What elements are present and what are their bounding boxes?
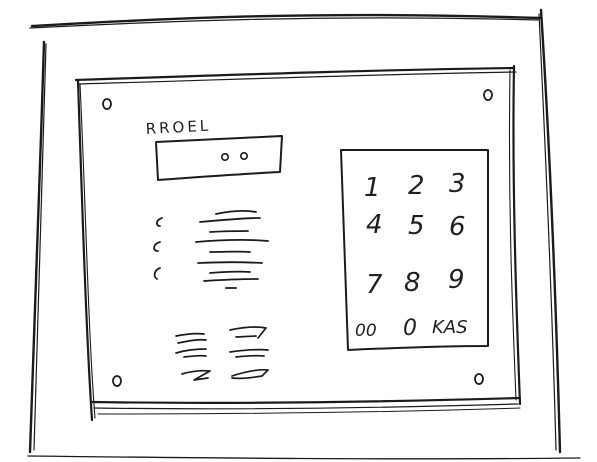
keypad-bottom-row: 00 0 KAS bbox=[355, 316, 468, 341]
menu-bracket-1 bbox=[157, 218, 162, 226]
screw-top-left-icon bbox=[103, 99, 111, 109]
panel-label: RROEL bbox=[145, 117, 211, 138]
keypad-key[interactable]: 6 bbox=[449, 212, 466, 242]
keypad-key[interactable]: 0 bbox=[403, 316, 417, 341]
display-box bbox=[156, 136, 282, 180]
keypad-key[interactable]: 9 bbox=[448, 265, 465, 295]
menu-line bbox=[210, 231, 248, 232]
keypad-key[interactable]: KAS bbox=[432, 317, 468, 338]
function-button-1 bbox=[176, 334, 206, 343]
function-button-3 bbox=[176, 349, 206, 357]
keypad-key[interactable]: 2 bbox=[408, 171, 425, 201]
screw-top-right-icon bbox=[484, 90, 492, 100]
menu-line bbox=[198, 262, 262, 263]
menu-line bbox=[204, 279, 258, 281]
menu-bracket-2 bbox=[154, 242, 160, 251]
menu-line bbox=[200, 218, 260, 222]
keypad-key[interactable]: 5 bbox=[408, 211, 425, 241]
function-buttons bbox=[176, 327, 268, 380]
menu-bracket-3 bbox=[155, 268, 160, 279]
keypad-key[interactable]: 7 bbox=[366, 270, 383, 300]
function-button-5 bbox=[182, 371, 210, 380]
menu-line bbox=[216, 211, 256, 214]
menu-list bbox=[154, 211, 268, 288]
function-button-4 bbox=[230, 350, 268, 357]
keypad-key[interactable]: 1 bbox=[364, 173, 381, 203]
keypad-key[interactable]: 3 bbox=[449, 169, 466, 199]
screw-bottom-right-icon bbox=[475, 374, 483, 384]
keypad-key[interactable]: 00 bbox=[355, 321, 377, 341]
device-panel bbox=[76, 66, 520, 420]
display-indicator-icon bbox=[222, 153, 247, 160]
function-button-2 bbox=[230, 327, 266, 338]
function-button-6 bbox=[232, 370, 268, 379]
screw-bottom-left-icon bbox=[113, 376, 121, 386]
keypad-key[interactable]: 8 bbox=[404, 268, 421, 298]
menu-line bbox=[210, 272, 250, 273]
keypad-keys: 1 2 3 4 5 6 7 8 9 bbox=[364, 169, 466, 300]
menu-line bbox=[196, 240, 268, 242]
keypad-key[interactable]: 4 bbox=[366, 210, 383, 240]
